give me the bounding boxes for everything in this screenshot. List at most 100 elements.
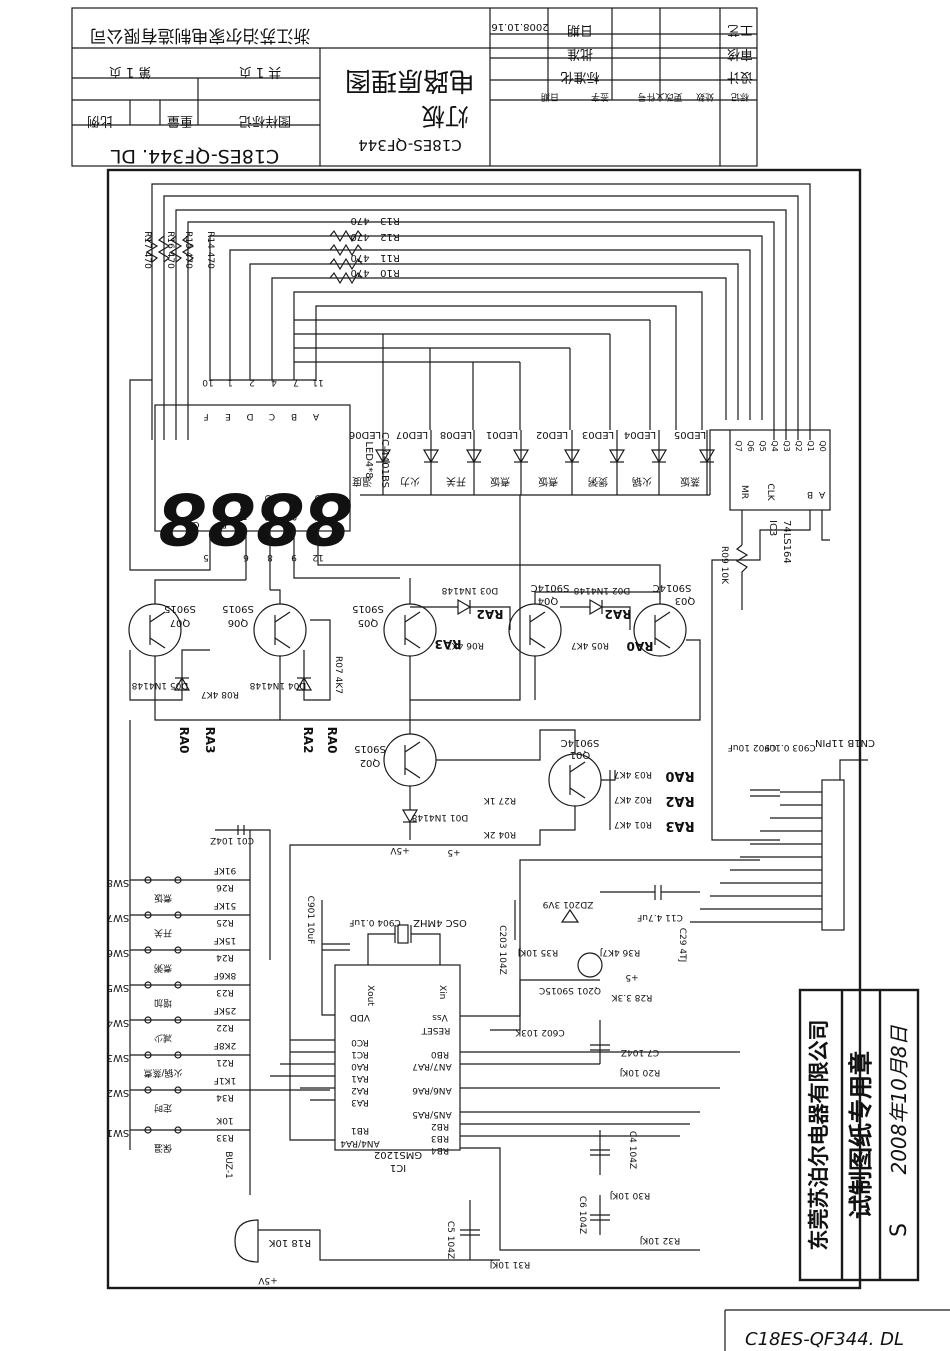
zd201-label: ZD201 3V9: [542, 899, 593, 909]
ic1-r0: Xin: [437, 985, 447, 999]
r23-val: 8K6F: [214, 970, 237, 980]
r26-ref: R26: [216, 882, 234, 892]
led-06: [374, 430, 392, 495]
transistor-row: Q07 S9015 Q06 S9015 Q05 S9015 Q04 S9014C…: [128, 495, 701, 754]
r25-ref: R25: [216, 917, 234, 927]
ic3-q7: Q7: [734, 440, 743, 451]
q07-ref: Q07: [170, 617, 191, 628]
ic3-q1: Q1: [806, 440, 815, 451]
c6-label: C6 104Z: [577, 1196, 587, 1234]
com3-label: COM3: [262, 495, 272, 522]
sw8-row: SW8 煮饭 R26 91KF: [107, 865, 250, 904]
ic3-q2: Q2: [794, 440, 803, 451]
switch-ladder: C01 104Z SW8 煮饭 R26 91KF SW7 开关 R25 51KF…: [107, 720, 330, 1195]
r12-value: 470: [350, 231, 369, 242]
r11-label: R11: [380, 252, 400, 263]
r22-ref: R22: [216, 1022, 234, 1032]
r07-label: R07 4K7: [333, 656, 343, 694]
sw4-ref: SW4: [107, 1017, 130, 1028]
r27-label: R27 1K: [483, 795, 516, 805]
led03-ref: LED03: [582, 429, 614, 440]
ic3-q6: Q6: [746, 440, 755, 451]
buzzer-label: R18 10K: [268, 1237, 311, 1248]
zener-zd201: [560, 908, 580, 923]
sw3-ref: SW3: [107, 1052, 130, 1063]
ic1-l9: AN4/RA4: [340, 1138, 380, 1148]
ic1-r5: AN6/RA6: [412, 1085, 452, 1095]
ic3-a: A: [818, 489, 825, 499]
row-review: 审核: [727, 46, 753, 61]
ic1-part: GMS1202: [374, 1149, 422, 1160]
led04-func: 火锅: [632, 475, 652, 487]
port-ra2-b: RA2: [477, 607, 504, 621]
seg-f: F: [203, 411, 208, 421]
stamp-number: S: [887, 1223, 912, 1237]
r03-label: R03 4K7: [614, 769, 652, 779]
d04-label: D04 1N4148: [249, 680, 306, 690]
crystal: [397, 924, 409, 944]
r24-val: 15KF: [214, 935, 237, 945]
d01-label: D01 1N4148: [411, 812, 468, 822]
q04: [508, 603, 562, 657]
sw2-ref: SW2: [107, 1087, 130, 1098]
supply-5v-b: +5V: [257, 1275, 277, 1285]
company-name: 浙江苏泊尔家电制造有限公司: [90, 25, 311, 45]
ic1-mcu: IC1 GMS1202 Xout VDD RC0 RC1 RA0 RA1 RA2…: [270, 844, 760, 1251]
sw1-ref: SW1: [107, 1127, 130, 1138]
top-resistors: R13 470 R12 470 R11 470 R10 470: [329, 215, 400, 285]
display-pin-11: 11: [312, 377, 323, 387]
ic3-q3: Q3: [782, 440, 791, 451]
row-date: 日期: [567, 22, 593, 37]
port-ra0-b: RA0: [325, 727, 339, 754]
sw2-func: 定时: [154, 1102, 172, 1114]
display-pin-1: 1: [227, 377, 233, 387]
led05-ref: LED05: [674, 429, 706, 440]
r02-label: R02 4K7: [614, 794, 652, 804]
led02-ref: LED02: [536, 429, 568, 440]
sw7-row: SW7 开关 R25 51KF: [107, 900, 250, 939]
r01-label: R01 4K7: [614, 819, 652, 829]
ic3-q5: Q5: [758, 440, 767, 451]
q04-type: S9014C: [531, 582, 570, 593]
sw4-func: 减少: [154, 1032, 172, 1044]
ic1-r9: RB4: [431, 1145, 449, 1155]
connector-cn1b: CN1B 11PIN C903 0.1uF C902 10uF: [690, 737, 875, 931]
q01: [548, 753, 602, 807]
sw4-row: SW4 减少 R22 25KF: [107, 1005, 250, 1044]
r06-label: R06 4K7: [446, 640, 484, 650]
sw5-row: SW5 增加 R23 8K6F: [107, 970, 250, 1009]
led-04: [650, 430, 668, 495]
port-ra3-a: RA3: [203, 727, 217, 754]
r12-label: R12: [380, 231, 400, 242]
r14-label: R14 470: [205, 231, 215, 269]
led-02: [563, 430, 581, 495]
port-ra2-a: RA2: [301, 727, 315, 754]
resistor-r13: [329, 229, 363, 243]
r34-val: 1K1F: [214, 1075, 237, 1085]
sw6-func: 煮粥: [154, 962, 172, 974]
q06: [253, 603, 307, 657]
scale-label: 比例: [87, 113, 113, 128]
drawing-number: C18ES-QF344. DL: [110, 145, 279, 167]
q05: [383, 603, 437, 657]
led07-func: 火力: [400, 475, 420, 488]
ic1-l3: RC1: [351, 1049, 369, 1059]
ic1-l5: RA1: [351, 1073, 369, 1083]
q06-type: S9015: [222, 603, 254, 614]
led07-ref: LED07: [396, 429, 428, 440]
seg-a: A: [312, 411, 319, 421]
r36-label: R36 4K7J: [600, 947, 641, 957]
seg-g: G: [192, 519, 199, 529]
port-ra3-d: RA3: [665, 818, 694, 833]
ic1-r2: RESET: [421, 1025, 450, 1035]
r10-value: 470: [350, 267, 369, 278]
port-ra3-b: RA3: [435, 637, 462, 651]
ic1-r1: Vss: [432, 1012, 448, 1022]
r18-label: BUZ-1: [223, 1151, 233, 1179]
r33-val: 10K: [215, 1115, 233, 1125]
q01-type: S9014C: [561, 737, 600, 748]
q03-type: S9014C: [653, 582, 692, 593]
ic3-part: 74LS164: [781, 520, 792, 564]
sw7-func: 开关: [154, 927, 172, 939]
